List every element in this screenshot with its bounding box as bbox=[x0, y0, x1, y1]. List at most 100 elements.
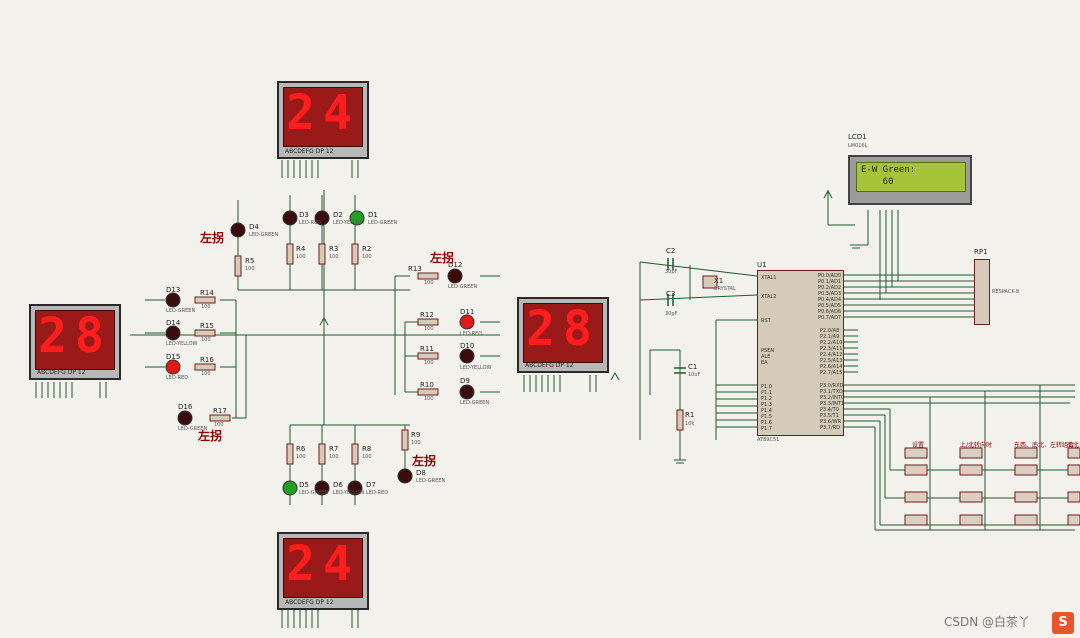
mcu-model: AT89C51 bbox=[757, 437, 780, 443]
display-pin-labels: ABCDEFG DP 12 bbox=[285, 599, 334, 606]
mcu-pin: P0.0/AD0 bbox=[818, 273, 842, 279]
mcu-pin: P0.3/AD3 bbox=[818, 291, 842, 297]
csdn-logo-icon: S bbox=[1052, 612, 1074, 634]
led-ref: D2 bbox=[333, 211, 343, 219]
resistor-ref: R12 bbox=[420, 311, 434, 319]
led-model: LED-YELLOW bbox=[460, 365, 492, 371]
crystal-model: CRYSTAL bbox=[714, 286, 736, 292]
led-ref: D4 bbox=[249, 223, 259, 231]
led-ref: D1 bbox=[368, 211, 378, 219]
mcu-pin: P1.2 bbox=[761, 396, 772, 402]
keypad-label: 上/北转向时 bbox=[960, 442, 993, 449]
mcu-pin: P1.0 bbox=[761, 384, 772, 390]
led-model: LED-GREEN bbox=[249, 232, 279, 238]
cap-value: 10uF bbox=[688, 372, 701, 378]
display-value: 28 bbox=[526, 301, 600, 357]
crystal-ref: X1 bbox=[714, 277, 724, 285]
led-ref: D3 bbox=[299, 211, 309, 219]
led-model: LED-YELLOW bbox=[333, 490, 365, 496]
resistor-ref: R6 bbox=[296, 445, 306, 453]
mcu-pin: P2.6/A14 bbox=[820, 364, 843, 370]
led-model: LED-GREEN bbox=[368, 220, 398, 226]
keypad-label: 南北 bbox=[1067, 442, 1080, 449]
mcu-pin: P2.3/A11 bbox=[820, 346, 843, 352]
led-model: LED-YELLOW bbox=[166, 341, 198, 347]
resistor-value: 100 bbox=[424, 280, 434, 286]
mcu-pin: P0.2/AD2 bbox=[818, 285, 842, 291]
led-ref: D8 bbox=[416, 469, 426, 477]
cap-ref: C3 bbox=[666, 290, 676, 298]
display-face bbox=[283, 87, 363, 147]
resistor-value: 100 bbox=[362, 254, 372, 260]
mcu-pin: P1.4 bbox=[761, 408, 772, 414]
lcd-model: LM016L bbox=[848, 143, 868, 149]
resistor-value: 100 bbox=[329, 454, 339, 460]
mcu-pin: P2.5/A13 bbox=[820, 358, 843, 364]
turn-label: 左拐 bbox=[412, 454, 437, 468]
mcu-pin: P1.7 bbox=[761, 426, 772, 432]
mcu-pin: ALE bbox=[761, 354, 771, 360]
mcu-pin-stubs bbox=[844, 274, 858, 428]
display-pin-labels: ABCDEFG DP 12 bbox=[37, 369, 86, 376]
cap-value: 30pF bbox=[665, 311, 678, 317]
resistor-ref: R4 bbox=[296, 245, 306, 253]
respack bbox=[974, 259, 990, 325]
resistor-value: 100 bbox=[424, 326, 434, 332]
led-ref: D13 bbox=[166, 286, 181, 294]
mcu-pin: EA bbox=[761, 360, 768, 366]
display-south: 24 ABCDEFG DP 12 bbox=[277, 532, 369, 610]
resistor-value: 100 bbox=[296, 454, 306, 460]
led-model: LED-GREEN bbox=[299, 490, 329, 496]
resistor-value: 100 bbox=[214, 422, 224, 428]
watermark-text: CSDN @白茶丫 bbox=[943, 615, 1030, 629]
resistor-bodies bbox=[194, 243, 718, 465]
led-ref: D9 bbox=[460, 377, 470, 385]
lcd-line-1: E-W Green: bbox=[861, 165, 916, 175]
resistor-ref: R8 bbox=[362, 445, 372, 453]
led-model: LED-RED bbox=[460, 331, 483, 337]
reset-res-ref: R1 bbox=[685, 411, 695, 419]
lcd-ref: LCD1 bbox=[848, 133, 867, 141]
resistor-value: 100 bbox=[362, 454, 372, 460]
cap-ref: C1 bbox=[688, 363, 698, 371]
mcu-pin: P0.5/AD5 bbox=[818, 303, 842, 309]
display-value: 24 bbox=[286, 85, 360, 141]
display-west: 28 ABCDEFG DP 12 bbox=[29, 304, 121, 380]
mcu-pin: P0.1/AD1 bbox=[818, 279, 842, 285]
display-value: 28 bbox=[38, 308, 112, 364]
mcu-pin: P3.7/RD bbox=[820, 425, 840, 431]
turn-label: 左拐 bbox=[200, 231, 225, 245]
resistor-ref: R10 bbox=[420, 381, 434, 389]
cap-value: 30pF bbox=[665, 269, 678, 275]
lcd-module: E-W Green: 60 bbox=[848, 155, 972, 205]
led-model: LED-YELLOW bbox=[333, 220, 365, 226]
led-ref: D11 bbox=[460, 308, 475, 316]
mcu-pin: P3.2/INT0 bbox=[820, 395, 845, 401]
resistor-ref: R14 bbox=[200, 289, 214, 297]
resistor-value: 100 bbox=[424, 360, 434, 366]
mcu-pin: P0.6/AD6 bbox=[818, 309, 842, 315]
resistor-value: 100 bbox=[201, 371, 211, 377]
resistor-ref: R15 bbox=[200, 322, 214, 330]
mcu-pin: P3.0/RXD bbox=[820, 383, 844, 389]
led-ref: D5 bbox=[299, 481, 309, 489]
display-pin-labels: ABCDEFG DP 12 bbox=[525, 362, 574, 369]
respack-ref: RP1 bbox=[974, 248, 988, 256]
lcd-line-2: 60 bbox=[861, 177, 894, 187]
resistor-ref: R11 bbox=[420, 345, 434, 353]
mcu-pin: P2.7/A15 bbox=[820, 370, 843, 376]
resistor-ref: R16 bbox=[200, 356, 214, 364]
mcu-ref: U1 bbox=[757, 261, 767, 269]
led-ref: D16 bbox=[178, 403, 193, 411]
mcu-wiring bbox=[639, 190, 1075, 531]
turn-label: 左拐 bbox=[198, 429, 223, 443]
respack-model: RESPACK-8 bbox=[992, 289, 1020, 295]
display-north: 24 ABCDEFG DP 12 bbox=[277, 81, 369, 159]
led-model: LED-GREEN bbox=[166, 308, 196, 314]
mcu-pin: P0.7/AD7 bbox=[818, 315, 842, 321]
display-value: 24 bbox=[286, 536, 360, 592]
turn-label: 左拐 bbox=[430, 251, 455, 265]
mcu-pin: P0.4/AD4 bbox=[818, 297, 842, 303]
display-pin-labels: ABCDEFG DP 12 bbox=[285, 148, 334, 155]
